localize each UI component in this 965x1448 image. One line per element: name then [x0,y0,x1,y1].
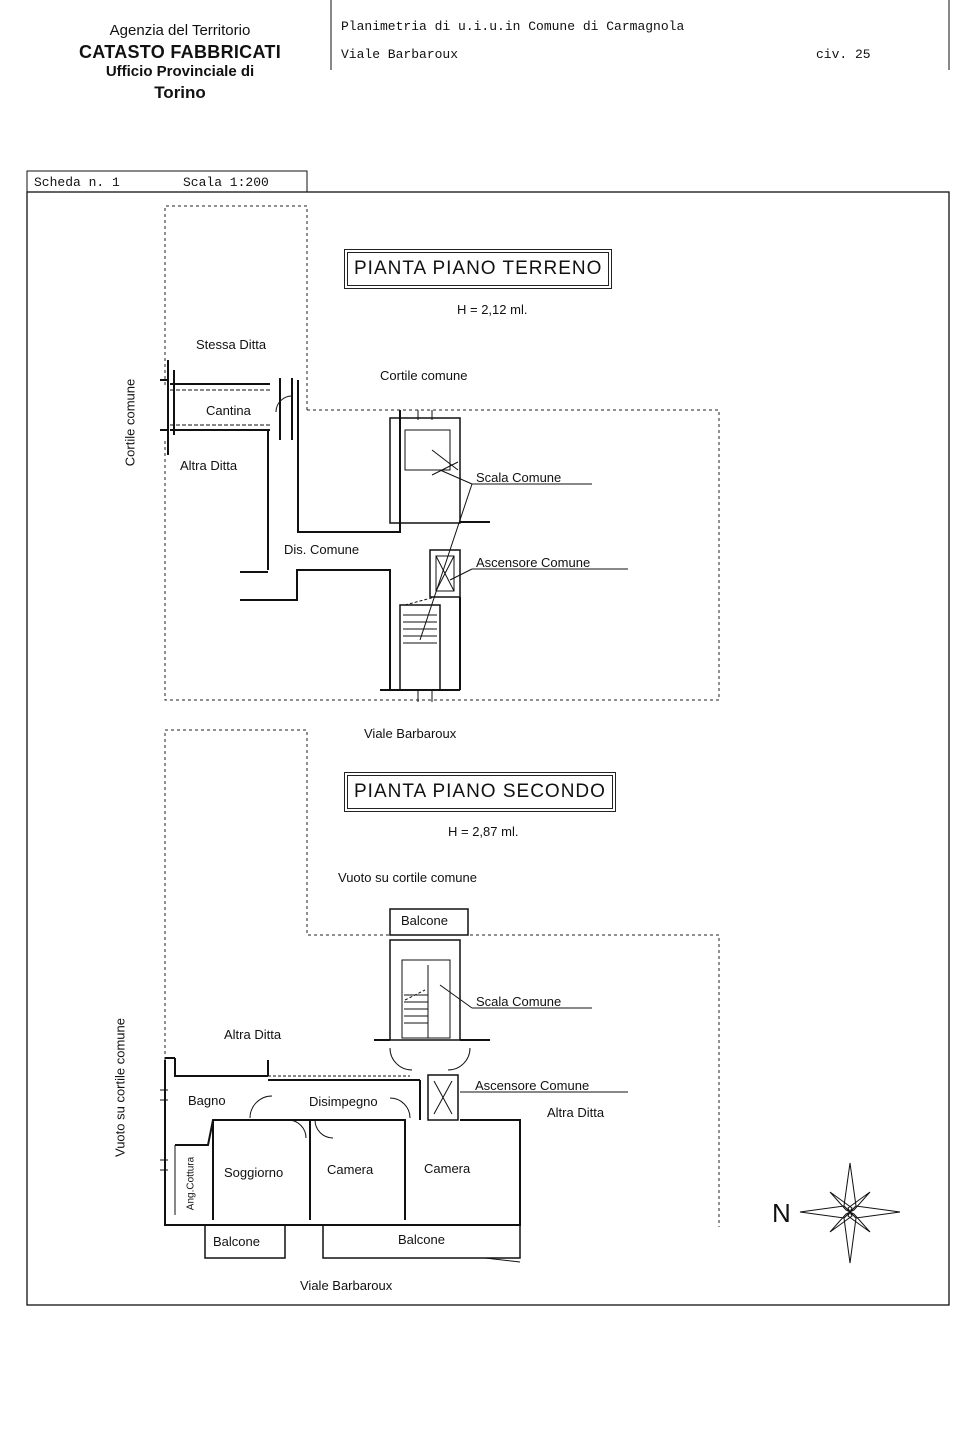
label-ascensore-comune: Ascensore Comune [476,555,591,570]
ground-floor-walls [160,360,490,702]
label-balcone-right: Balcone [398,1232,445,1247]
registry-name: CATASTO FABBRICATI [78,41,282,62]
sheet-scale: Scala 1:200 [183,175,269,190]
label-scala-comune-2: Scala Comune [476,994,562,1009]
label-balcone-left: Balcone [213,1234,260,1249]
label-balcone-top: Balcone [401,913,448,928]
compass-north-label: N [772,1198,791,1228]
label-street-ground: Viale Barbaroux [364,726,457,741]
second-floor-height: H = 2,87 ml. [448,824,519,839]
sheet-number: Scheda n. 1 [34,175,120,190]
label-street-second: Viale Barbaroux [300,1278,393,1293]
label-altra-ditta-left: Altra Ditta [224,1027,282,1042]
label-camera-1: Camera [327,1162,374,1177]
label-dis-comune: Dis. Comune [284,542,360,557]
second-floor-title: PIANTA PIANO SECONDO [344,772,616,812]
city-name: Torino [154,83,206,102]
label-soggiorno: Soggiorno [224,1165,284,1180]
label-stessa-ditta: Stessa Ditta [196,337,267,352]
label-cortile-comune-top: Cortile comune [380,368,468,383]
label-scala-comune: Scala Comune [476,470,562,485]
label-altra-ditta-right: Altra Ditta [547,1105,605,1120]
label-cantina: Cantina [206,403,251,418]
header-street: Viale Barbaroux [341,47,459,62]
header-agency-block: Agenzia del Territorio CATASTO FABBRICAT… [40,22,320,103]
label-vuoto-side: Vuoto su cortile comune [112,1018,128,1157]
label-vuoto-top: Vuoto su cortile comune [338,870,477,885]
second-floor-walls [160,908,521,1263]
label-disimpegno: Disimpegno [309,1094,378,1109]
label-ang-cottura: Ang.Cottura [185,1156,197,1211]
label-camera-2: Camera [424,1161,471,1176]
ground-floor-title: PIANTA PIANO TERRENO [343,249,613,289]
office-name: Ufficio Provinciale di [105,63,255,81]
agency-name: Agenzia del Territorio [109,22,251,39]
header-civic: civ. 25 [816,47,871,62]
label-altra-ditta: Altra Ditta [180,458,238,473]
label-bagno: Bagno [188,1093,226,1108]
ground-floor-plan [164,205,720,701]
label-cortile-comune-side: Cortile comune [122,378,138,467]
compass-rose-icon [799,1162,901,1264]
ground-floor-height: H = 2,12 ml. [457,302,528,317]
label-ascensore-comune-2: Ascensore Comune [475,1078,590,1093]
plan-line: Planimetria di u.i.u.in Comune di Carmag… [341,19,685,34]
